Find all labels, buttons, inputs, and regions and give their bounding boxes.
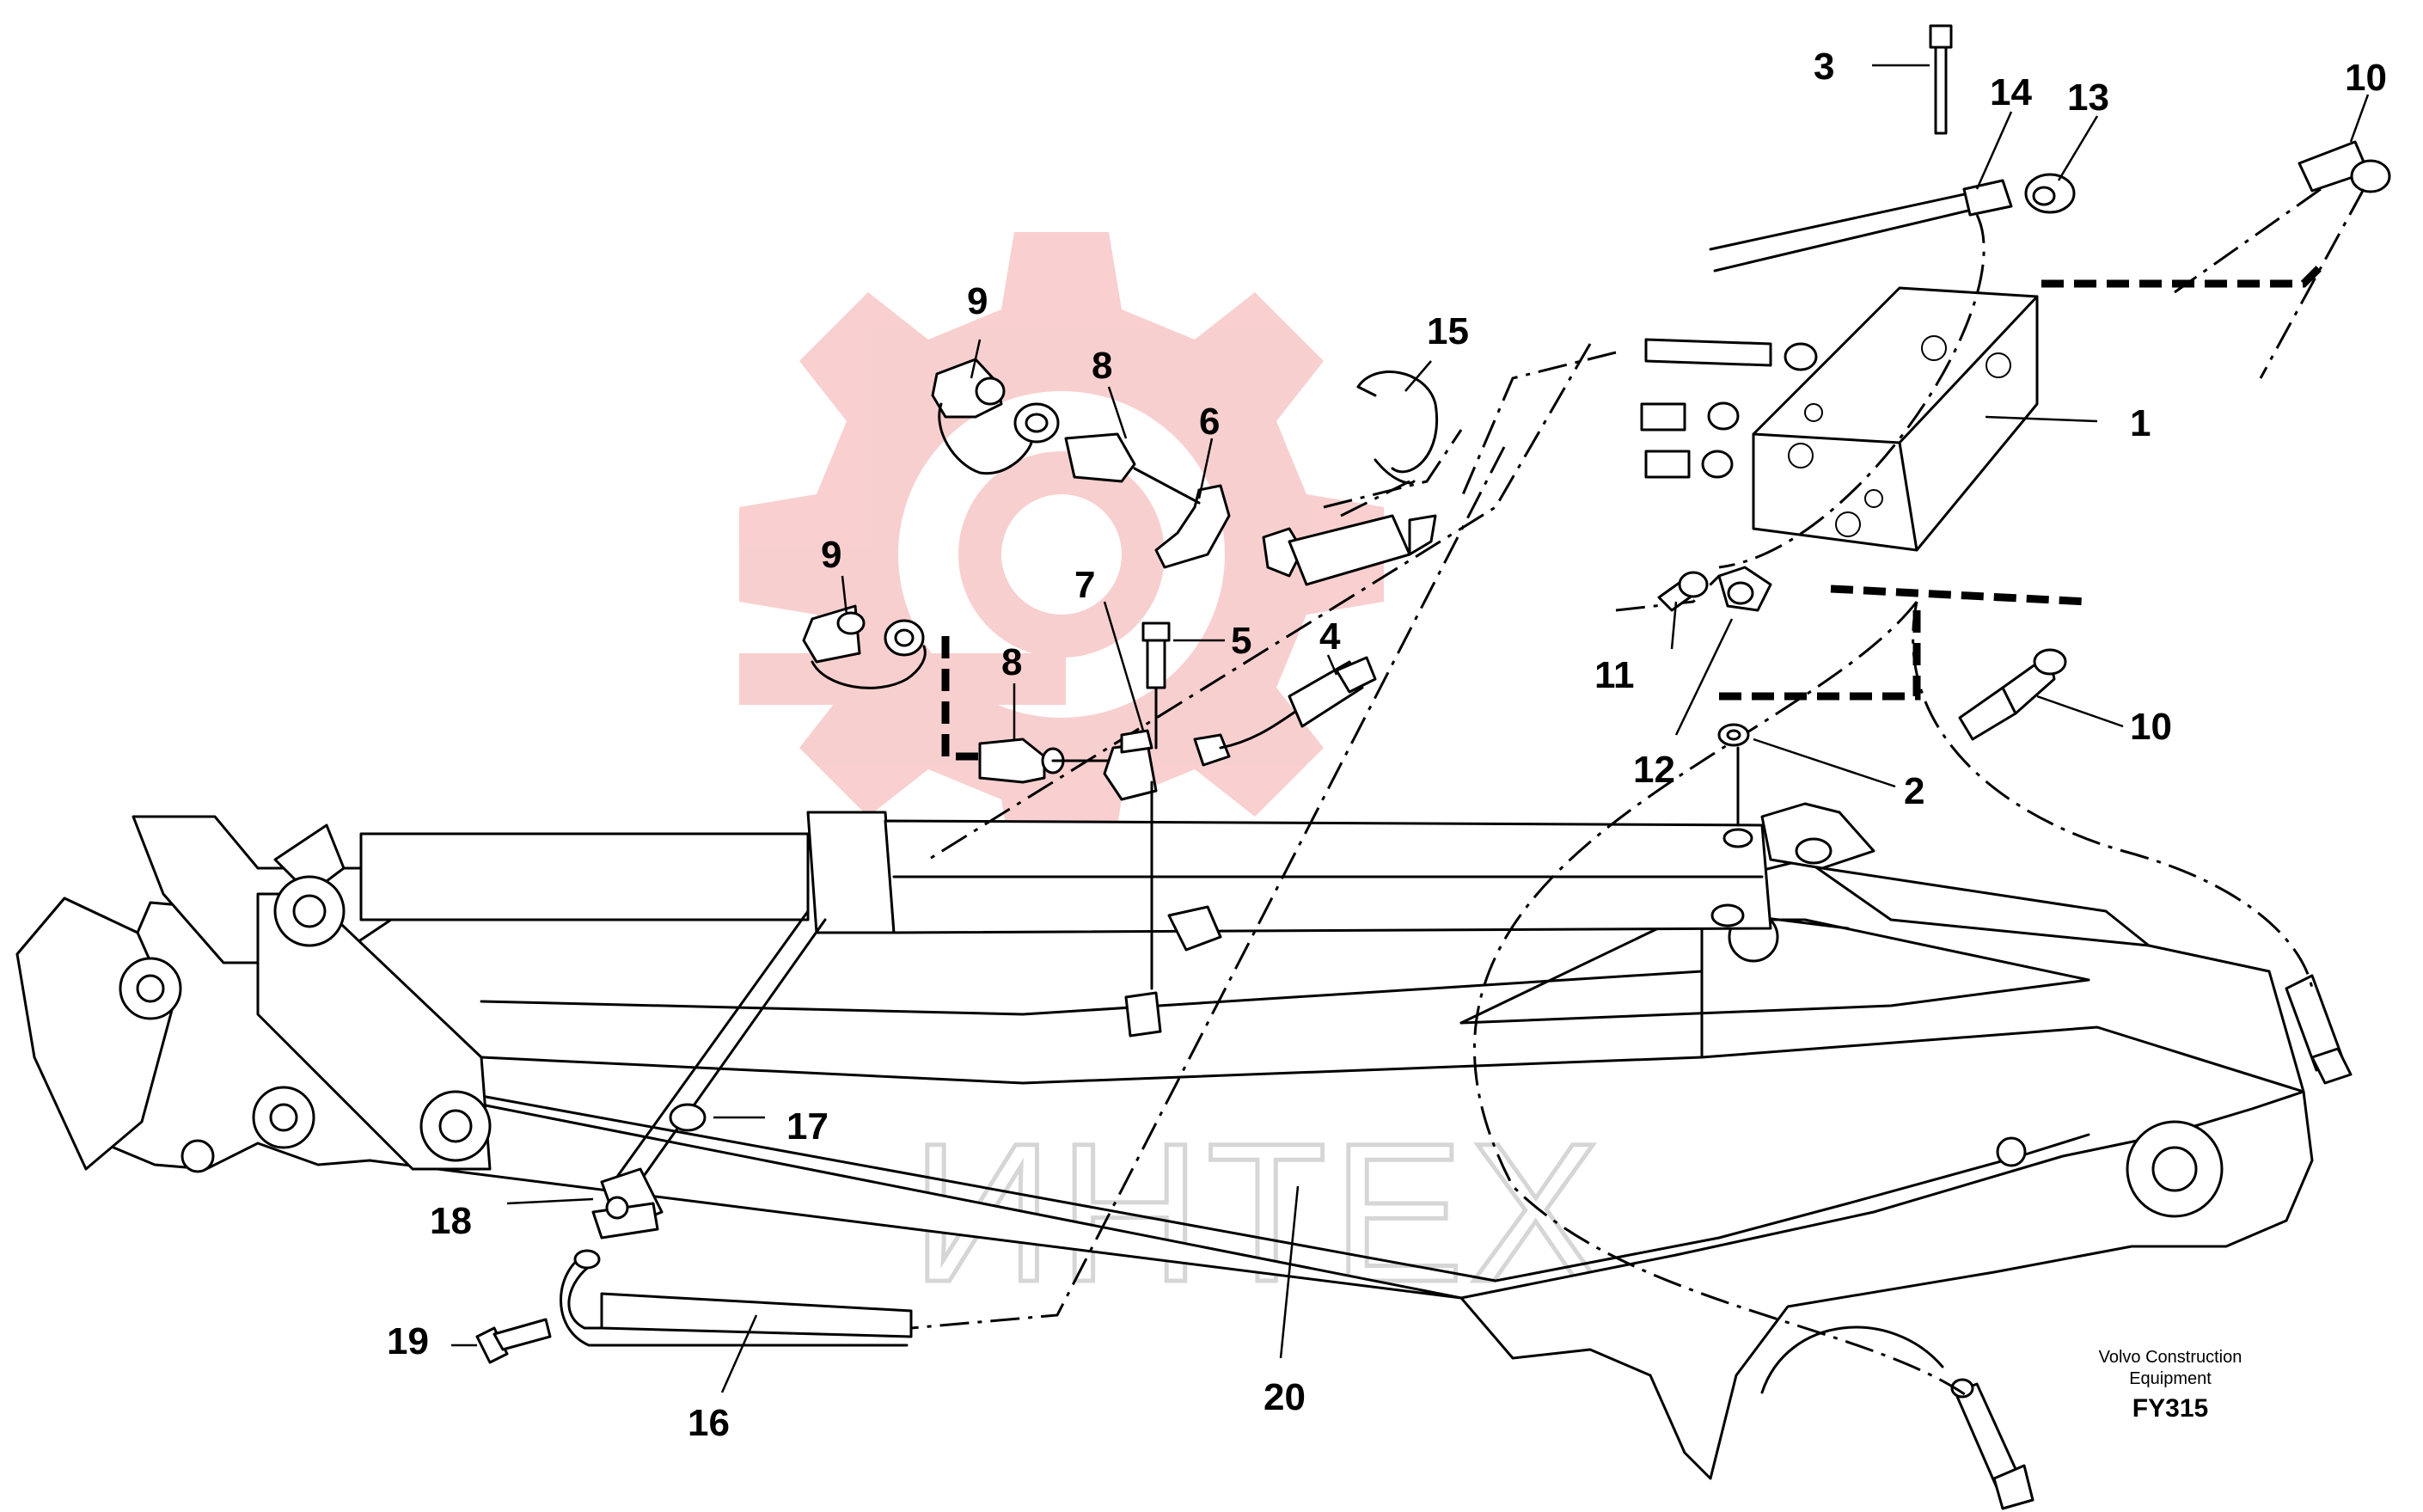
callout-11: 11 bbox=[1594, 654, 1635, 696]
valve-block bbox=[1752, 286, 2039, 552]
callout-12: 12 bbox=[1633, 749, 1675, 791]
callout-9-lower: 9 bbox=[821, 534, 841, 576]
caption-line-2: Equipment bbox=[2129, 1369, 2212, 1388]
callout-9-upper: 9 bbox=[967, 280, 988, 322]
callout-13: 13 bbox=[2067, 77, 2109, 119]
hoses-and-pipes bbox=[475, 24, 2391, 1510]
callout-8-upper: 8 bbox=[1092, 345, 1112, 387]
callout-20: 20 bbox=[1264, 1376, 1306, 1418]
callout-2: 2 bbox=[1904, 770, 1924, 812]
caption-code: FY315 bbox=[2132, 1394, 2208, 1423]
callout-labels: 1 2 3 4 5 6 7 8 8 9 9 10 10 11 12 13 14 … bbox=[387, 46, 2387, 1444]
leader-lines bbox=[451, 64, 2370, 1393]
callout-17: 17 bbox=[786, 1105, 829, 1148]
callout-14: 14 bbox=[1990, 71, 2032, 113]
callout-10-lower: 10 bbox=[2130, 706, 2172, 748]
callout-7: 7 bbox=[1074, 564, 1095, 606]
callout-10-upper: 10 bbox=[2345, 57, 2387, 99]
callout-18: 18 bbox=[430, 1200, 472, 1242]
drawing-caption: Volvo Construction Equipment FY315 bbox=[2099, 1348, 2242, 1423]
callout-4: 4 bbox=[1319, 615, 1341, 658]
callout-16: 16 bbox=[688, 1402, 730, 1444]
callout-1: 1 bbox=[2130, 402, 2151, 444]
callout-15: 15 bbox=[1427, 310, 1469, 352]
callout-19: 19 bbox=[387, 1320, 429, 1362]
callout-3: 3 bbox=[1814, 46, 1834, 88]
callout-8-lower: 8 bbox=[1001, 641, 1022, 683]
callout-5: 5 bbox=[1231, 620, 1251, 662]
callout-6: 6 bbox=[1199, 401, 1220, 443]
caption-line-1: Volvo Construction bbox=[2099, 1348, 2242, 1367]
boom-assembly bbox=[15, 802, 2314, 1480]
